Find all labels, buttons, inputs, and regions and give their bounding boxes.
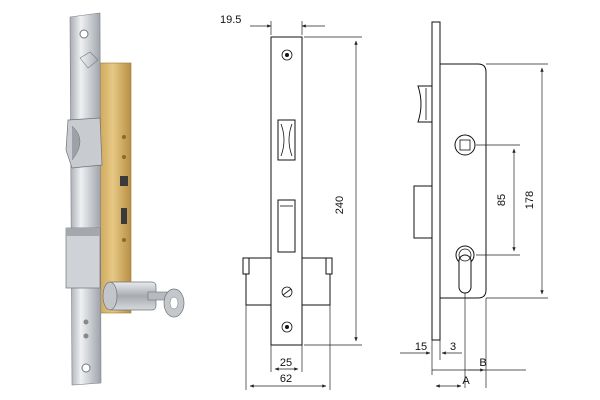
- dim-label-faceplate-width: 19.5: [220, 14, 241, 26]
- faceplate: [69, 12, 102, 386]
- screw-hole-top: [79, 29, 89, 39]
- logo-emblem: [79, 51, 99, 69]
- dim-label-total-width: 62: [280, 373, 292, 385]
- side-follower: [454, 134, 476, 156]
- front-latch: [277, 119, 296, 161]
- side-latch: [417, 85, 433, 123]
- front-screw-top: [281, 49, 293, 61]
- dead-bolt: [65, 227, 101, 289]
- case-slot: [121, 208, 127, 224]
- dim-label-center-distance: 85: [496, 194, 508, 206]
- side-view: 85 178 15 3 B A: [400, 21, 548, 388]
- front-view: 19.5 240 25 62: [220, 14, 362, 390]
- front-screw-mid: [281, 286, 293, 298]
- dim-label-case-depth: 25: [280, 357, 292, 369]
- front-faceplate: [270, 36, 303, 346]
- dim-label-b: B: [479, 357, 486, 369]
- dim-label-faceplate-height: 240: [334, 196, 346, 214]
- dim-label-offset: 3: [450, 341, 456, 353]
- lock-case-body: [94, 62, 132, 314]
- front-deadbolt: [277, 199, 296, 253]
- dim-label-a: A: [462, 375, 470, 387]
- side-case-body: [439, 63, 487, 299]
- front-screw-bottom: [281, 321, 293, 333]
- latch-bolt: [65, 117, 103, 169]
- screw-hole-bottom: [81, 363, 91, 373]
- lock-photo: [65, 12, 185, 386]
- dim-label-faceplate-thickness: 15: [415, 341, 427, 353]
- side-deadbolt: [413, 185, 433, 239]
- dim-label-case-height: 178: [524, 191, 536, 209]
- side-faceplate: [431, 21, 441, 341]
- case-square-hole: [120, 176, 128, 186]
